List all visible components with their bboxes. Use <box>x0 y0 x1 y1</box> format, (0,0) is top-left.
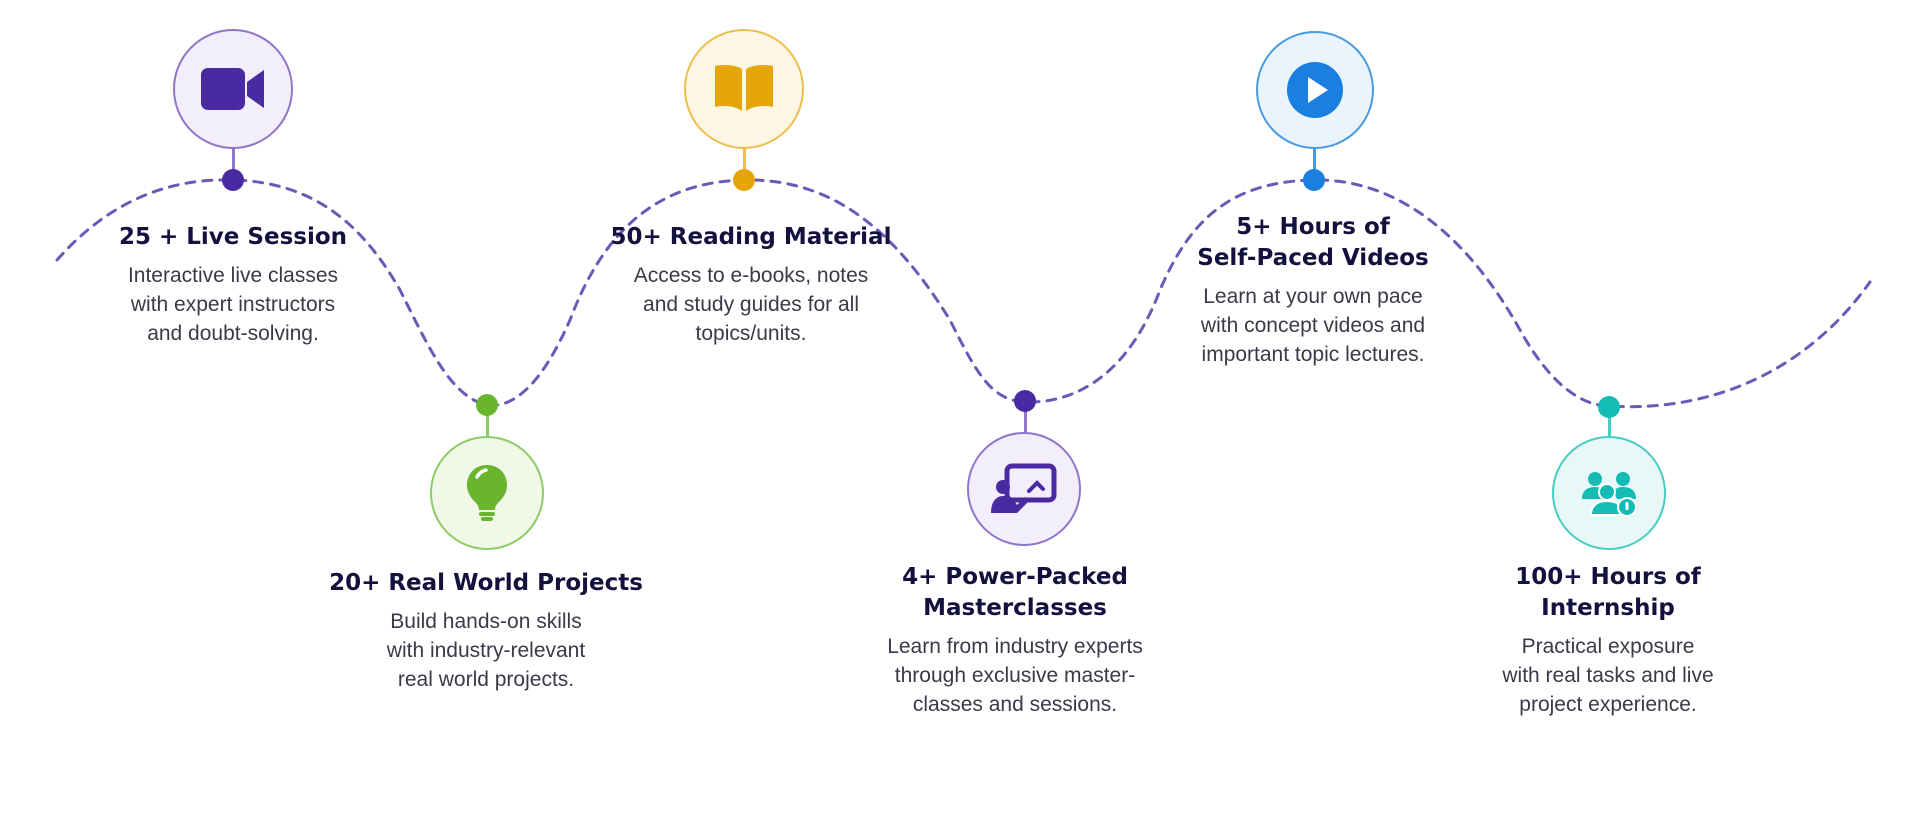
step-6-connector <box>1608 407 1611 439</box>
step-5-connector <box>1313 143 1316 179</box>
video-camera-icon <box>201 68 264 110</box>
step-1-title: 25 + Live Session <box>83 222 383 253</box>
step-6-title-line-2: Internship <box>1541 595 1675 621</box>
step-2-connector <box>486 405 489 438</box>
lightbulb-icon <box>467 465 507 521</box>
step-4-desc-line-1: Learn from industry experts <box>887 635 1143 658</box>
step-1-text: 25 + Live Session Interactive live class… <box>83 222 383 348</box>
step-6-title: 100+ Hours of Internship <box>1458 562 1758 624</box>
step-3-title-line-1: 50+ Reading Material <box>610 224 892 250</box>
step-6-title-line-1: 100+ Hours of <box>1515 564 1701 590</box>
step-4-connector <box>1024 402 1027 434</box>
step-6-text: 100+ Hours of Internship Practical expos… <box>1458 562 1758 719</box>
step-4-title-line-2: Masterclasses <box>923 595 1107 621</box>
step-1-title-line-1: 25 + Live Session <box>118 224 348 250</box>
step-1-connector <box>232 143 235 179</box>
step-5-title-line-2: Self-Paced Videos <box>1197 245 1429 271</box>
step-5-desc-line-2: with concept videos and <box>1200 314 1426 337</box>
step-2-description: Build hands-on skills with industry-rele… <box>316 607 656 694</box>
step-5-desc-line-3: important topic lectures. <box>1201 343 1425 366</box>
step-6-desc-line-3: project experience. <box>1519 693 1697 716</box>
step-5-title-line-1: 5+ Hours of <box>1236 214 1390 240</box>
step-6-icon-circle <box>1552 436 1666 550</box>
step-4-title-line-1: 4+ Power-Packed <box>902 564 1128 590</box>
step-2-text: 20+ Real World Projects Build hands-on s… <box>316 568 656 694</box>
step-2-title: 20+ Real World Projects <box>316 568 656 599</box>
step-2-desc-line-2: with industry-relevant <box>386 639 586 662</box>
step-3-description: Access to e-books, notes and study guide… <box>601 261 901 348</box>
play-button-icon <box>1287 62 1343 118</box>
step-2-title-line-1: 20+ Real World Projects <box>329 570 643 596</box>
step-3-dot <box>733 169 755 191</box>
step-5-icon-circle <box>1256 31 1374 149</box>
step-2-dot <box>476 394 498 416</box>
step-5-dot <box>1303 169 1325 191</box>
step-5-desc-line-1: Learn at your own pace <box>1203 285 1423 308</box>
step-5-text: 5+ Hours of Self-Paced Videos Learn at y… <box>1163 212 1463 369</box>
step-3-title: 50+ Reading Material <box>601 222 901 253</box>
step-3-desc-line-1: Access to e-books, notes <box>633 264 869 287</box>
step-4-text: 4+ Power-Packed Masterclasses Learn from… <box>855 562 1175 719</box>
step-4-description: Learn from industry experts through excl… <box>855 632 1175 719</box>
step-5-title: 5+ Hours of Self-Paced Videos <box>1163 212 1463 274</box>
presenter-screen-icon <box>991 463 1057 513</box>
step-4-icon-circle <box>967 432 1081 546</box>
step-3-desc-line-3: topics/units. <box>695 322 807 345</box>
step-3-text: 50+ Reading Material Access to e-books, … <box>601 222 901 348</box>
step-6-dot <box>1598 396 1620 418</box>
step-2-icon-circle <box>430 436 544 550</box>
step-5-description: Learn at your own pace with concept vide… <box>1163 282 1463 369</box>
step-1-desc-line-1: Interactive live classes <box>127 264 339 287</box>
step-1-description: Interactive live classes with expert ins… <box>83 261 383 348</box>
step-2-desc-line-3: real world projects. <box>397 668 575 691</box>
wave-line <box>55 178 1872 409</box>
step-4-title: 4+ Power-Packed Masterclasses <box>855 562 1175 624</box>
open-book-icon <box>715 65 773 111</box>
step-4-desc-line-2: through exclusive master- <box>894 664 1136 687</box>
step-6-desc-line-1: Practical exposure <box>1521 635 1695 658</box>
step-6-desc-line-2: with real tasks and live <box>1502 664 1714 687</box>
step-3-desc-line-2: and study guides for all <box>643 293 859 316</box>
step-4-dot <box>1014 390 1036 412</box>
step-6-description: Practical exposure with real tasks and l… <box>1458 632 1758 719</box>
step-3-connector <box>743 143 746 179</box>
step-1-icon-circle <box>173 29 293 149</box>
step-2-desc-line-1: Build hands-on skills <box>390 610 582 633</box>
team-people-icon <box>1582 472 1637 517</box>
step-4-desc-line-3: classes and sessions. <box>912 693 1118 716</box>
step-1-desc-line-3: and doubt-solving. <box>147 322 319 345</box>
step-1-desc-line-2: with expert instructors <box>130 293 336 316</box>
step-3-icon-circle <box>684 29 804 149</box>
step-1-dot <box>222 169 244 191</box>
